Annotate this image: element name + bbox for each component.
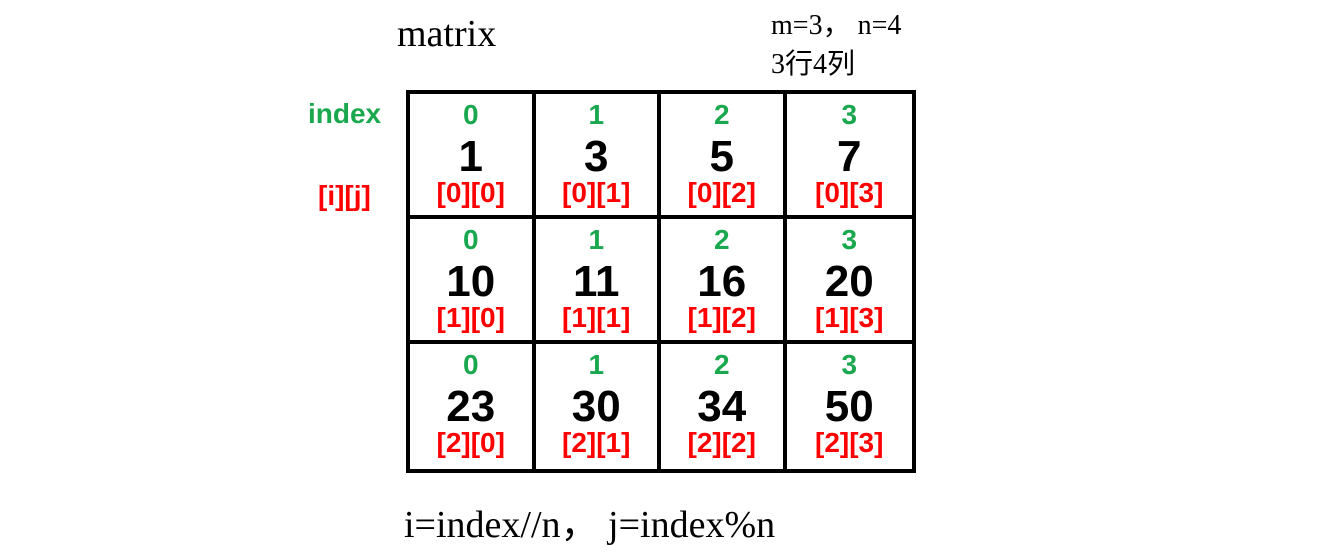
cell-index: 0 xyxy=(462,99,479,130)
cell-index: 2 xyxy=(713,224,730,255)
cell-value: 34 xyxy=(697,382,747,431)
cell-value: 20 xyxy=(824,257,874,306)
cell-index: 1 xyxy=(588,224,605,255)
cell-ij: [1][2] xyxy=(687,302,756,333)
cell-value: 7 xyxy=(837,132,862,181)
index-row-label: index xyxy=(308,98,382,129)
cell-value: 5 xyxy=(709,132,734,181)
matrix-dimensions-chinese: 3行4列 xyxy=(771,49,856,80)
cell-value: 10 xyxy=(446,257,496,306)
cell-ij: [2][0] xyxy=(436,427,505,458)
cell-value: 16 xyxy=(697,257,747,306)
cell-ij: [0][1] xyxy=(562,177,631,208)
cell-index: 0 xyxy=(462,224,479,255)
cell-value: 3 xyxy=(584,132,609,181)
cell-ij: [0][0] xyxy=(436,177,505,208)
cell-ij: [1][3] xyxy=(815,302,884,333)
cell-index: 2 xyxy=(713,99,730,130)
matrix-dimensions: m=3， n=4 xyxy=(771,10,902,41)
cell-ij: [0][2] xyxy=(687,177,756,208)
cell-ij: [2][2] xyxy=(687,427,756,458)
cell-ij: [0][3] xyxy=(815,177,884,208)
cell-ij: [1][0] xyxy=(436,302,505,333)
cell-value: 11 xyxy=(572,257,620,306)
cell-value: 50 xyxy=(824,382,874,431)
cell-index: 0 xyxy=(462,349,479,380)
cell-ij: [2][3] xyxy=(815,427,884,458)
cell-index: 3 xyxy=(841,349,858,380)
matrix-title: matrix xyxy=(397,13,497,55)
cell-index: 3 xyxy=(841,99,858,130)
cell-value: 1 xyxy=(458,132,483,181)
cell-ij: [1][1] xyxy=(562,302,631,333)
ij-row-label: [i][j] xyxy=(318,180,371,211)
cell-index: 3 xyxy=(841,224,858,255)
index-formula: i=index//n， j=index%n xyxy=(404,504,776,546)
cell-index: 1 xyxy=(588,99,605,130)
cell-ij: [2][1] xyxy=(562,427,631,458)
cell-value: 30 xyxy=(571,382,621,431)
cell-value: 23 xyxy=(446,382,496,431)
cell-index: 1 xyxy=(588,349,605,380)
cell-index: 2 xyxy=(713,349,730,380)
